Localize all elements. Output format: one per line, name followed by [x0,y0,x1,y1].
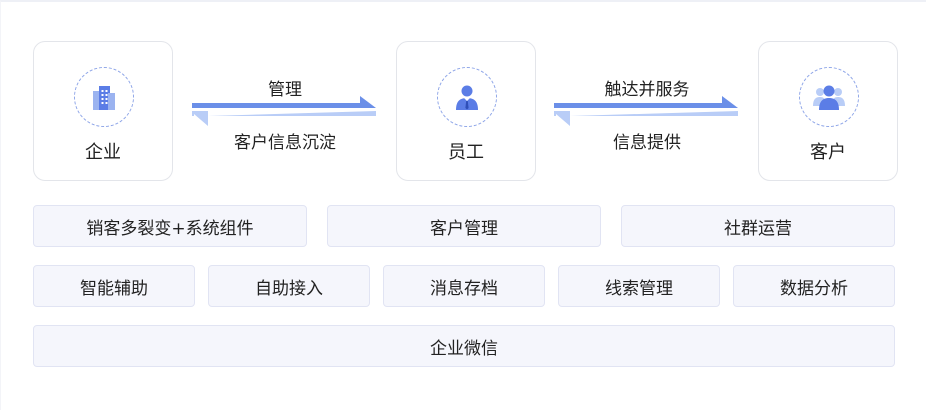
group-icon [813,85,845,110]
feature-data-analysis[interactable]: 数据分析 [733,265,895,307]
feature-community-operation[interactable]: 社群运营 [621,205,895,247]
link-right-bottom-label: 信息提供 [613,133,681,153]
arrow-right-icon [192,96,376,108]
feature-fission-components[interactable]: 销客多裂变+系统组件 [33,205,307,247]
link-left-bottom-label: 客户信息沉淀 [234,133,336,153]
node-employee: 员工 [396,41,536,181]
arrow-right-icon [554,96,738,108]
feature-customer-management[interactable]: 客户管理 [327,205,601,247]
node-customer-label: 客户 [810,142,846,163]
person-icon [456,85,478,110]
node-enterprise-label: 企业 [85,142,121,163]
customer-icon-ring [799,67,859,127]
enterprise-icon-ring [74,67,134,127]
link-left-top-label: 管理 [268,80,302,100]
node-employee-label: 员工 [448,142,484,163]
feature-wecom[interactable]: 企业微信 [33,325,895,367]
building-icon [93,86,115,110]
node-customer: 客户 [758,41,898,181]
arrow-left-icon [192,111,376,126]
feature-smart-assist[interactable]: 智能辅助 [33,265,195,307]
link-right-arrows [554,96,738,126]
feature-message-archive[interactable]: 消息存档 [383,265,545,307]
node-enterprise: 企业 [33,41,173,181]
link-right-top-label: 触达并服务 [604,80,690,100]
feature-self-access[interactable]: 自助接入 [208,265,370,307]
feature-lead-management[interactable]: 线索管理 [558,265,720,307]
arrow-left-icon [554,111,738,126]
link-left-arrows [192,96,376,126]
employee-icon-ring [437,67,497,127]
